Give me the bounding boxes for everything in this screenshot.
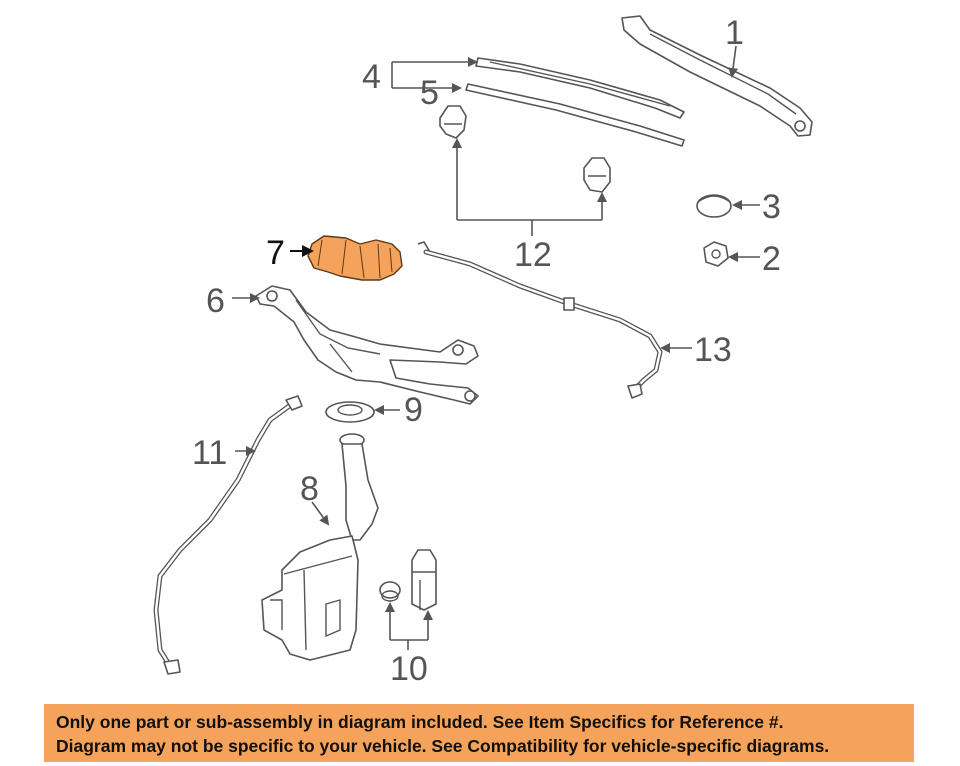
callout-5: 5 xyxy=(420,74,439,112)
wiper-arm xyxy=(621,15,813,137)
washer-hose-right xyxy=(417,241,663,399)
washer-pump xyxy=(411,549,437,611)
reservoir-seal xyxy=(325,401,375,423)
callout-1: 1 xyxy=(725,14,744,52)
disclaimer-line-1: Only one part or sub-assembly in diagram… xyxy=(56,712,784,732)
callout-12: 12 xyxy=(514,236,552,274)
washer-nozzle-left xyxy=(439,105,467,139)
wiper-blade xyxy=(475,57,685,119)
washer-pump-grommet xyxy=(379,581,401,602)
callout-11: 11 xyxy=(192,434,227,472)
washer-nozzle-right xyxy=(583,157,611,193)
arm-cap xyxy=(696,194,732,218)
disclaimer-banner: Only one part or sub-assembly in diagram… xyxy=(44,704,914,762)
disclaimer-line-2: Diagram may not be specific to your vehi… xyxy=(56,736,830,756)
callout-4: 4 xyxy=(362,58,381,96)
callout-7: 7 xyxy=(266,234,285,272)
callout-3: 3 xyxy=(762,188,781,226)
callout-13: 13 xyxy=(694,331,732,369)
callout-9: 9 xyxy=(404,391,423,429)
leader-lines xyxy=(232,45,760,650)
arm-nut xyxy=(703,241,729,267)
callout-8: 8 xyxy=(300,470,319,508)
wiper-motor xyxy=(307,235,403,281)
washer-hose-left xyxy=(153,395,303,675)
wiper-linkage xyxy=(255,285,479,405)
callout-6: 6 xyxy=(206,282,225,320)
callout-2: 2 xyxy=(762,240,781,278)
callout-10: 10 xyxy=(390,650,428,688)
blade-insert xyxy=(465,83,685,147)
washer-reservoir xyxy=(261,433,379,661)
